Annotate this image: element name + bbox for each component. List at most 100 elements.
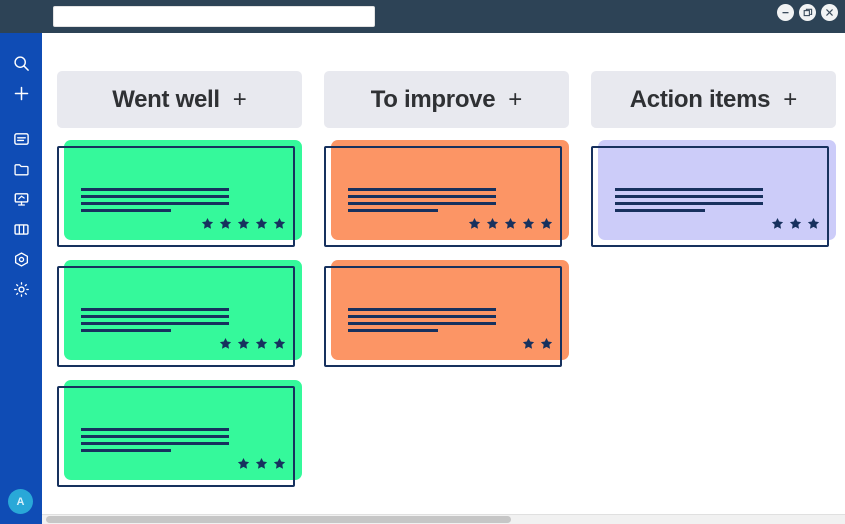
- column-title: Action items: [629, 85, 771, 113]
- sidebar-item-settings[interactable]: [0, 274, 42, 304]
- star-icon[interactable]: [219, 337, 232, 350]
- card-text-line: [81, 188, 229, 191]
- card-star-rating[interactable]: [237, 457, 286, 470]
- add-card-button-to-improve[interactable]: +: [508, 85, 523, 113]
- star-icon[interactable]: [468, 217, 481, 230]
- app-sidebar: A: [0, 0, 42, 524]
- card-star-rating[interactable]: [219, 337, 286, 350]
- card-text-line: [348, 188, 496, 191]
- card-text-lines: [615, 188, 763, 216]
- card-text-line: [348, 308, 496, 311]
- search-icon: [13, 55, 30, 72]
- avatar-initial: A: [16, 495, 25, 508]
- card-star-rating[interactable]: [771, 217, 820, 230]
- star-icon[interactable]: [771, 217, 784, 230]
- star-icon[interactable]: [237, 337, 250, 350]
- star-icon[interactable]: [486, 217, 499, 230]
- card-text-line: [348, 195, 496, 198]
- horizontal-scrollbar[interactable]: [42, 514, 845, 524]
- card-text-line: [81, 202, 229, 205]
- star-icon[interactable]: [273, 337, 286, 350]
- board-columns: Went well+To improve+Action items+: [42, 33, 836, 500]
- card-surface[interactable]: [331, 260, 569, 360]
- add-card-button-went-well[interactable]: +: [232, 85, 247, 113]
- board-column-to-improve: To improve+: [324, 71, 569, 500]
- card-text-line: [348, 209, 439, 212]
- card-surface[interactable]: [64, 140, 302, 240]
- card-text-line: [348, 202, 496, 205]
- card-text-line: [615, 209, 706, 212]
- star-icon[interactable]: [504, 217, 517, 230]
- star-icon[interactable]: [273, 217, 286, 230]
- maximize-button[interactable]: [799, 4, 816, 21]
- card-text-line: [615, 202, 763, 205]
- card-surface[interactable]: [331, 140, 569, 240]
- star-icon[interactable]: [807, 217, 820, 230]
- retro-card[interactable]: [324, 140, 569, 247]
- address-bar-input[interactable]: [53, 6, 375, 27]
- window-titlebar: [0, 0, 845, 33]
- sidebar-item-presentations[interactable]: [0, 184, 42, 214]
- retro-card[interactable]: [57, 140, 302, 247]
- sidebar-item-goals[interactable]: [0, 244, 42, 274]
- card-surface[interactable]: [64, 260, 302, 360]
- retro-card[interactable]: [591, 140, 836, 247]
- column-title: Went well: [112, 85, 220, 113]
- star-icon[interactable]: [237, 457, 250, 470]
- sidebar-item-boards[interactable]: [0, 124, 42, 154]
- card-text-line: [81, 308, 229, 311]
- star-icon[interactable]: [540, 217, 553, 230]
- star-icon[interactable]: [522, 337, 535, 350]
- horizontal-scrollbar-thumb[interactable]: [46, 516, 511, 523]
- retro-card[interactable]: [57, 380, 302, 487]
- card-text-line: [81, 428, 229, 431]
- star-icon[interactable]: [201, 217, 214, 230]
- board-column-action-items: Action items +: [591, 71, 836, 500]
- card-star-rating[interactable]: [522, 337, 553, 350]
- retro-card[interactable]: [57, 260, 302, 367]
- star-icon[interactable]: [237, 217, 250, 230]
- star-icon[interactable]: [522, 217, 535, 230]
- add-card-button-action-items[interactable]: +: [783, 85, 798, 113]
- star-icon[interactable]: [273, 457, 286, 470]
- board-column-went-well: Went well +: [57, 71, 302, 500]
- user-avatar[interactable]: A: [8, 489, 33, 514]
- card-text-line: [348, 322, 496, 325]
- sidebar-item-search[interactable]: [0, 48, 42, 78]
- columns-icon: [13, 221, 30, 238]
- sidebar-item-add[interactable]: [0, 78, 42, 108]
- card-text-line: [81, 449, 172, 452]
- gear-icon: [13, 281, 30, 298]
- minimize-button[interactable]: [777, 4, 794, 21]
- board-canvas: Went well+To improve+Action items+: [42, 33, 845, 524]
- column-header-action-items: Action items +: [591, 71, 836, 128]
- close-button[interactable]: [821, 4, 838, 21]
- card-text-line: [81, 322, 229, 325]
- sidebar-item-columns[interactable]: [0, 214, 42, 244]
- card-text-line: [615, 188, 763, 191]
- window-controls: [777, 4, 838, 21]
- card-star-rating[interactable]: [201, 217, 286, 230]
- star-icon[interactable]: [255, 217, 268, 230]
- star-icon[interactable]: [540, 337, 553, 350]
- card-text-lines: [348, 308, 496, 336]
- card-text-line: [81, 315, 229, 318]
- sidebar-item-folders[interactable]: [0, 154, 42, 184]
- card-text-lines: [348, 188, 496, 216]
- card-text-line: [81, 209, 172, 212]
- card-text-line: [348, 315, 496, 318]
- card-surface[interactable]: [64, 380, 302, 480]
- add-icon: [13, 85, 30, 102]
- retro-card[interactable]: [324, 260, 569, 367]
- card-surface[interactable]: [598, 140, 836, 240]
- card-star-rating[interactable]: [468, 217, 553, 230]
- star-icon[interactable]: [789, 217, 802, 230]
- star-icon[interactable]: [255, 457, 268, 470]
- card-text-line: [81, 329, 172, 332]
- target-icon: [13, 251, 30, 268]
- star-icon[interactable]: [219, 217, 232, 230]
- card-text-line: [81, 435, 229, 438]
- star-icon[interactable]: [255, 337, 268, 350]
- folder-icon: [13, 161, 30, 178]
